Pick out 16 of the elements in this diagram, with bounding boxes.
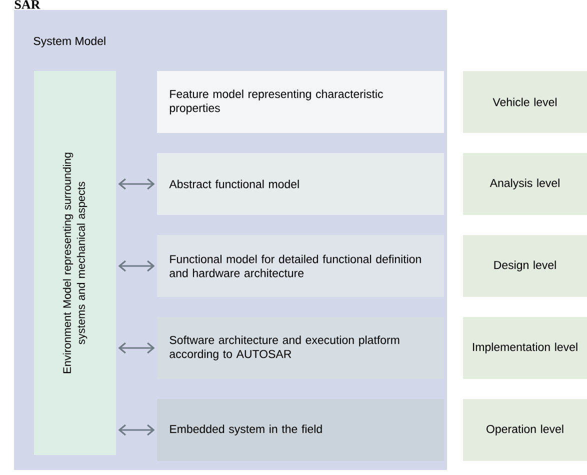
double-arrow [118, 260, 155, 272]
level-box: Implementation level [463, 317, 587, 379]
level-box: Analysis level [463, 153, 587, 215]
model-box: Feature model representing characteristic properties [157, 71, 444, 133]
double-arrow [118, 178, 155, 190]
level-box: Operation level [463, 399, 587, 461]
double-arrow [118, 342, 155, 354]
environment-box: Environment Model representing surrounding systems and mechanical aspects [34, 71, 116, 455]
model-box: Software architecture and execution platform according to AUTOSAR [157, 317, 444, 379]
level-box: Vehicle level [463, 71, 587, 133]
model-box: Embedded system in the field [157, 399, 444, 461]
double-arrow [118, 424, 155, 436]
model-box: Abstract functional model [157, 153, 444, 215]
heading-fragment: SAR [14, 0, 40, 9]
model-box: Functional model for detailed functional definition and hardware architecture [157, 235, 444, 297]
level-box: Design level [463, 235, 587, 297]
